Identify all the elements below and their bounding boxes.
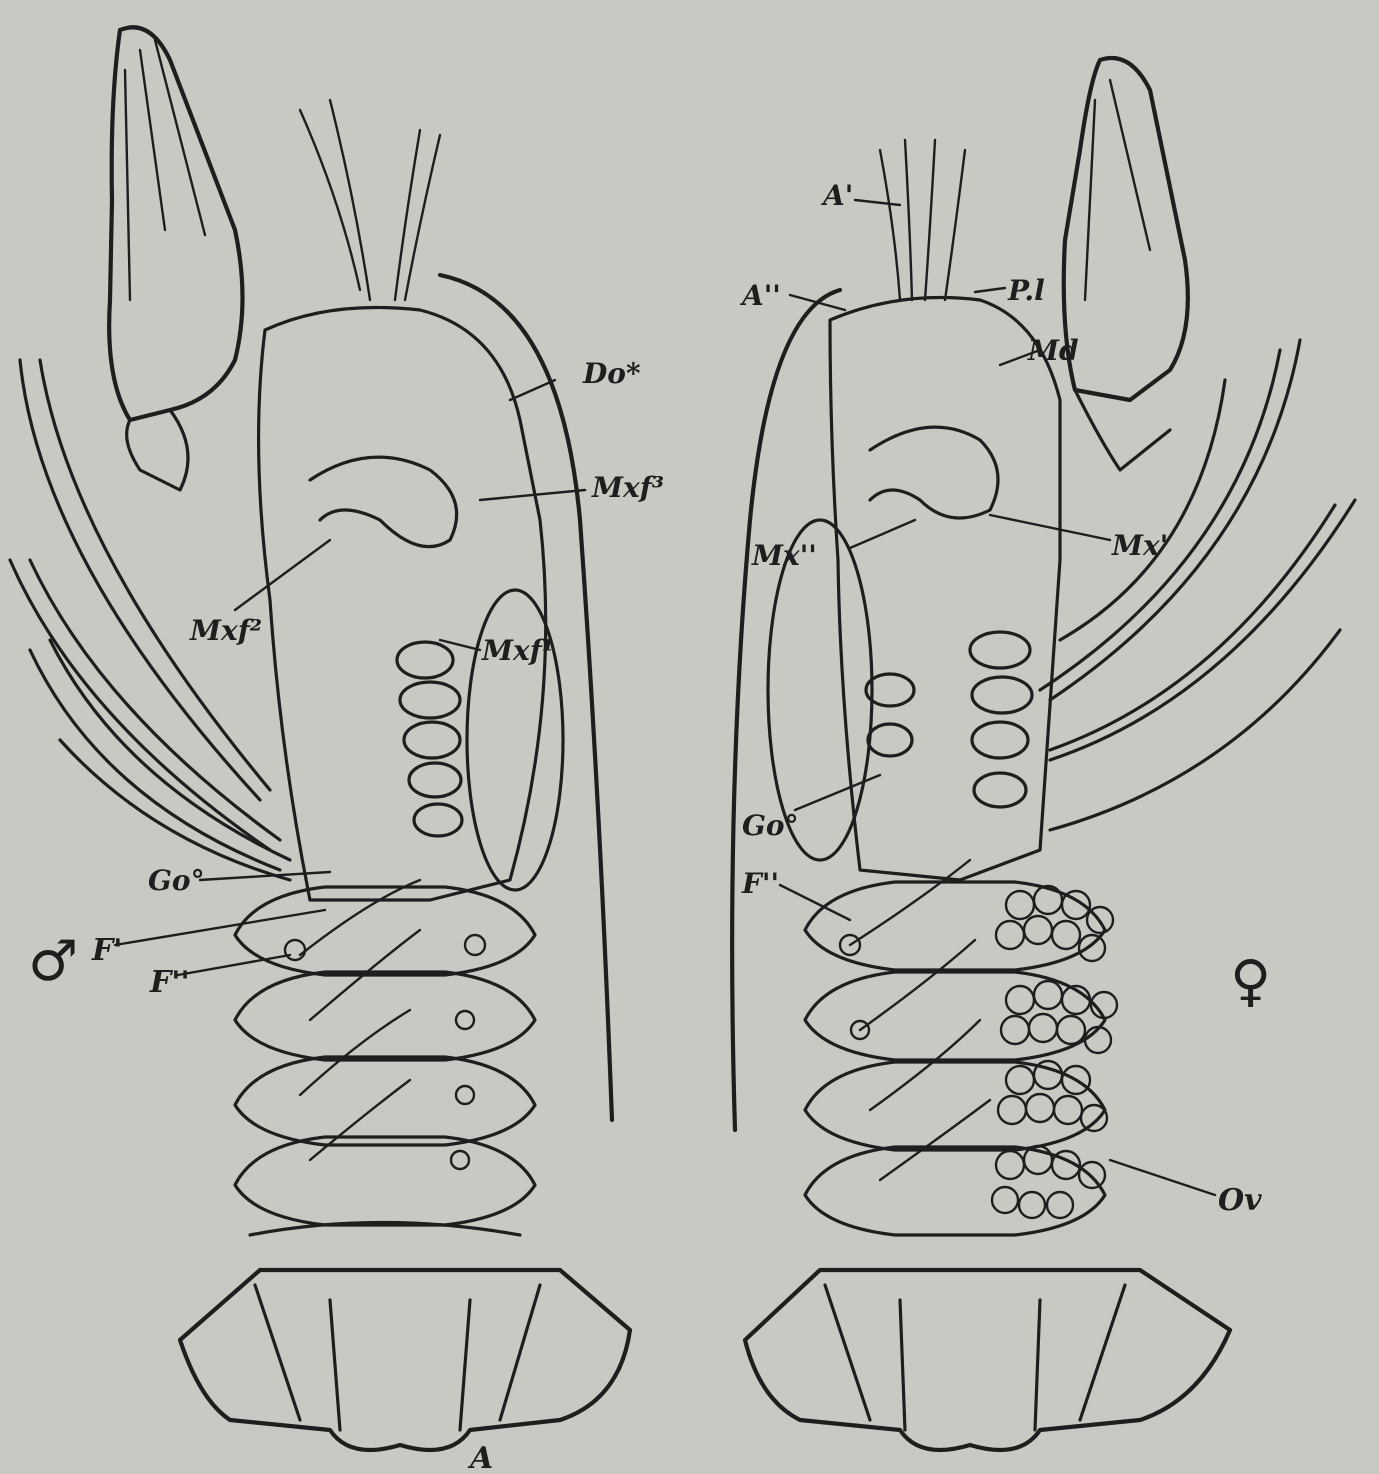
label-a: A <box>467 1441 493 1474</box>
label-male-go: Go° <box>148 864 205 897</box>
female-antennae <box>880 140 965 300</box>
male-antennae <box>300 100 440 300</box>
label-pl: P.l <box>1007 274 1045 307</box>
label-mxf2: Mxf² <box>189 614 262 647</box>
label-female-f: F'' <box>741 867 779 900</box>
label-a2: A'' <box>739 279 781 312</box>
label-mx1: Mx' <box>1111 529 1168 562</box>
label-do: Do* <box>582 357 641 390</box>
female-crayfish-drawing <box>732 58 1355 1450</box>
male-abdomen <box>235 887 535 1235</box>
label-f1: F' <box>91 933 122 968</box>
label-a1: A' <box>820 179 853 212</box>
label-ov: Ov <box>1218 1183 1262 1218</box>
male-cephalothorax <box>259 308 546 901</box>
label-mxf1: Mxf¹ <box>481 634 554 667</box>
female-antenna-flagellum <box>732 290 840 1130</box>
male-sex-symbol: ♂ <box>28 929 78 994</box>
female-sex-symbol: ♀ <box>1230 949 1271 1014</box>
female-tail-fan <box>745 1270 1230 1450</box>
male-crayfish-drawing <box>10 27 630 1450</box>
label-mx2: Mx'' <box>751 539 817 572</box>
label-female-go: Go° <box>742 809 799 842</box>
label-md: Md <box>1027 334 1079 367</box>
female-right-claw <box>1064 58 1188 400</box>
male-antenna-flagellum <box>440 275 612 1120</box>
label-f2: F'' <box>149 965 190 1000</box>
label-mxf3: Mxf³ <box>591 471 664 504</box>
male-tail-fan <box>180 1270 630 1450</box>
